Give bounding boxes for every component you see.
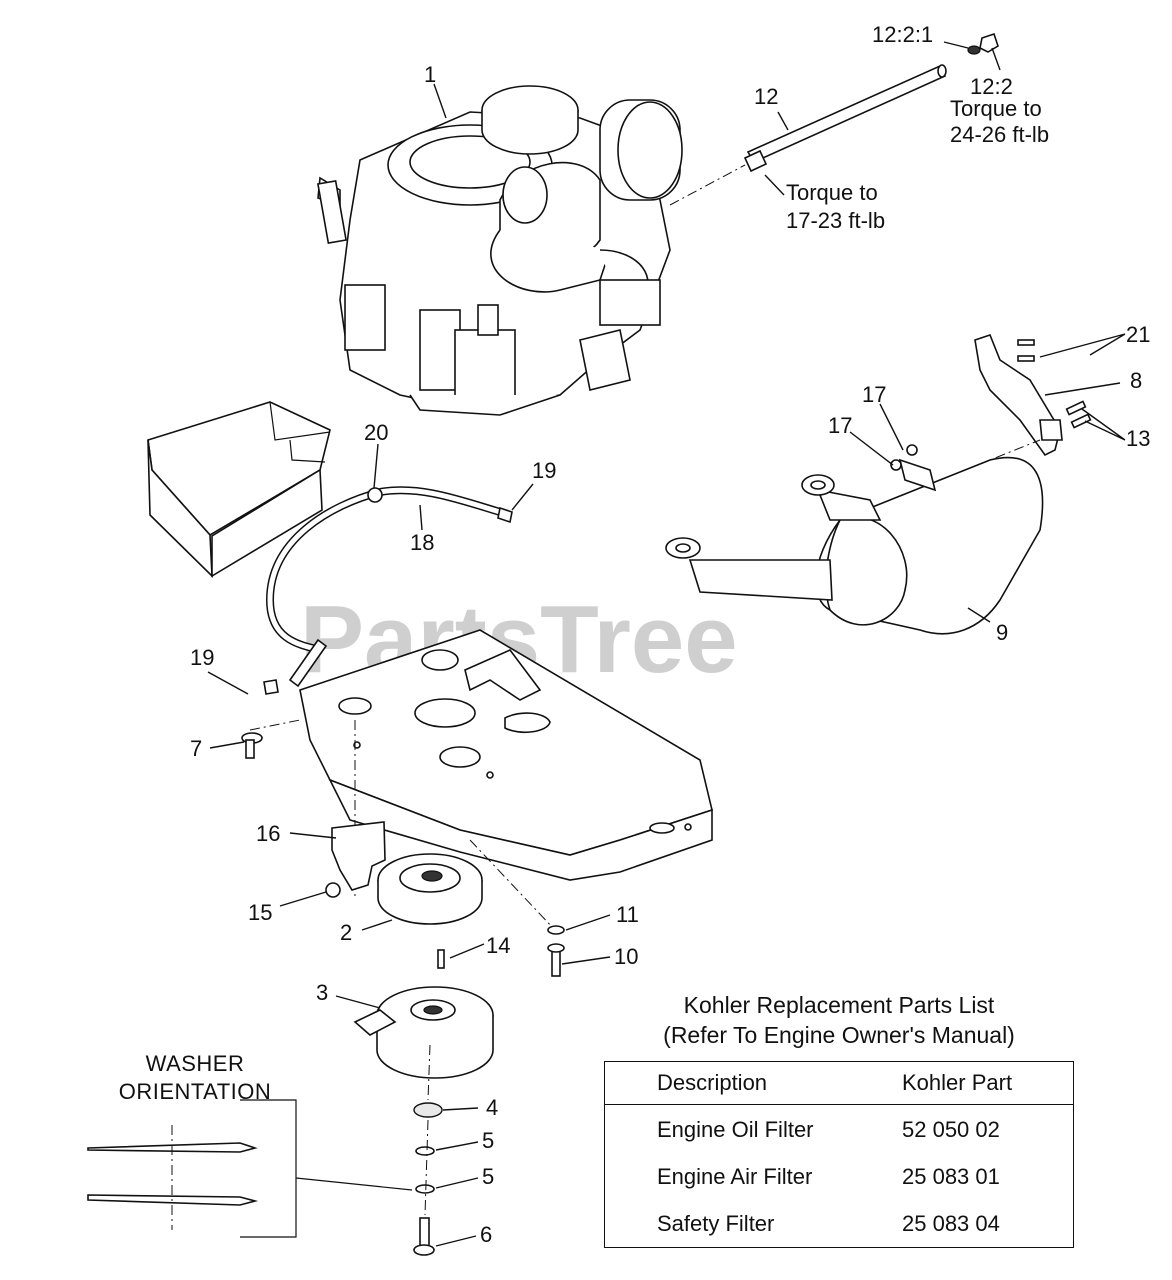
callout-12-2-1: 12:2:1 xyxy=(872,22,933,47)
torque-note-mid-line1: Torque to xyxy=(786,180,878,205)
deck-plate-drawing xyxy=(249,629,713,931)
small-parts-drawing xyxy=(241,732,565,1256)
muffler-drawing xyxy=(665,334,1092,635)
callout-1: 1 xyxy=(424,62,436,87)
row-description: Safety Filter xyxy=(657,1211,775,1236)
callout-5-upper: 5 xyxy=(482,1128,494,1153)
callout-2: 2 xyxy=(340,920,352,945)
row-part-number: 25 083 04 xyxy=(902,1211,1000,1236)
torque-notes: Torque to 24-26 ft-lb Torque to 17-23 ft… xyxy=(786,96,1049,233)
callout-7: 7 xyxy=(190,736,202,761)
header-description: Description xyxy=(657,1070,768,1095)
torque-note-top-line2: 24-26 ft-lb xyxy=(950,122,1049,147)
callout-14: 14 xyxy=(486,933,510,958)
callout-17-upper: 17 xyxy=(862,382,886,407)
callouts: 1 12 12:2:1 12:2 21 8 17 17 13 20 19 18 … xyxy=(190,22,1150,1247)
callout-9: 9 xyxy=(996,620,1008,645)
heat-shield-drawing xyxy=(147,401,331,579)
row-part-number: 25 083 01 xyxy=(902,1164,1000,1189)
washer-title-line1: WASHER xyxy=(145,1051,245,1076)
callout-20: 20 xyxy=(364,420,388,445)
leader-lines xyxy=(207,41,1126,1247)
callout-19-upper: 19 xyxy=(532,458,556,483)
callout-17-lower: 17 xyxy=(828,413,852,438)
row-description: Engine Air Filter xyxy=(657,1164,813,1189)
callout-12: 12 xyxy=(754,84,778,109)
row-part-number: 52 050 02 xyxy=(902,1117,1000,1142)
washer-orientation-drawing xyxy=(87,1099,413,1238)
callout-3: 3 xyxy=(316,980,328,1005)
callout-15: 15 xyxy=(248,900,272,925)
washer-orientation-title: WASHER ORIENTATION xyxy=(80,1050,310,1106)
callout-16: 16 xyxy=(256,821,280,846)
callout-13: 13 xyxy=(1126,426,1150,451)
cable-drawing xyxy=(263,486,513,695)
callout-19-lower: 19 xyxy=(190,645,214,670)
torque-note-top-line1: Torque to xyxy=(950,96,1042,121)
engine-drawing xyxy=(317,85,683,416)
shaft-drawing xyxy=(669,32,999,206)
kohler-title-line2: (Refer To Engine Owner's Manual) xyxy=(663,1022,1015,1048)
header-kohler-part: Kohler Part xyxy=(902,1070,1013,1095)
callout-21: 21 xyxy=(1126,322,1150,347)
callout-18: 18 xyxy=(410,530,434,555)
torque-note-mid-line2: 17-23 ft-lb xyxy=(786,208,885,233)
kohler-parts-title: Kohler Replacement Parts List (Refer To … xyxy=(604,990,1074,1050)
callout-4: 4 xyxy=(486,1095,498,1120)
callout-5-lower: 5 xyxy=(482,1164,494,1189)
callout-11: 11 xyxy=(616,902,639,927)
callout-12-2: 12:2 xyxy=(970,74,1013,99)
callout-6: 6 xyxy=(480,1222,492,1247)
row-description: Engine Oil Filter xyxy=(657,1117,814,1142)
callout-10: 10 xyxy=(614,944,638,969)
kohler-title-line1: Kohler Replacement Parts List xyxy=(683,992,995,1018)
kohler-parts-table: Description Kohler Part Engine Oil Filte… xyxy=(604,1061,1074,1248)
table-header: Description Kohler Part xyxy=(605,1062,1073,1105)
washer-title-line2: ORIENTATION xyxy=(118,1079,272,1104)
callout-8: 8 xyxy=(1130,368,1142,393)
